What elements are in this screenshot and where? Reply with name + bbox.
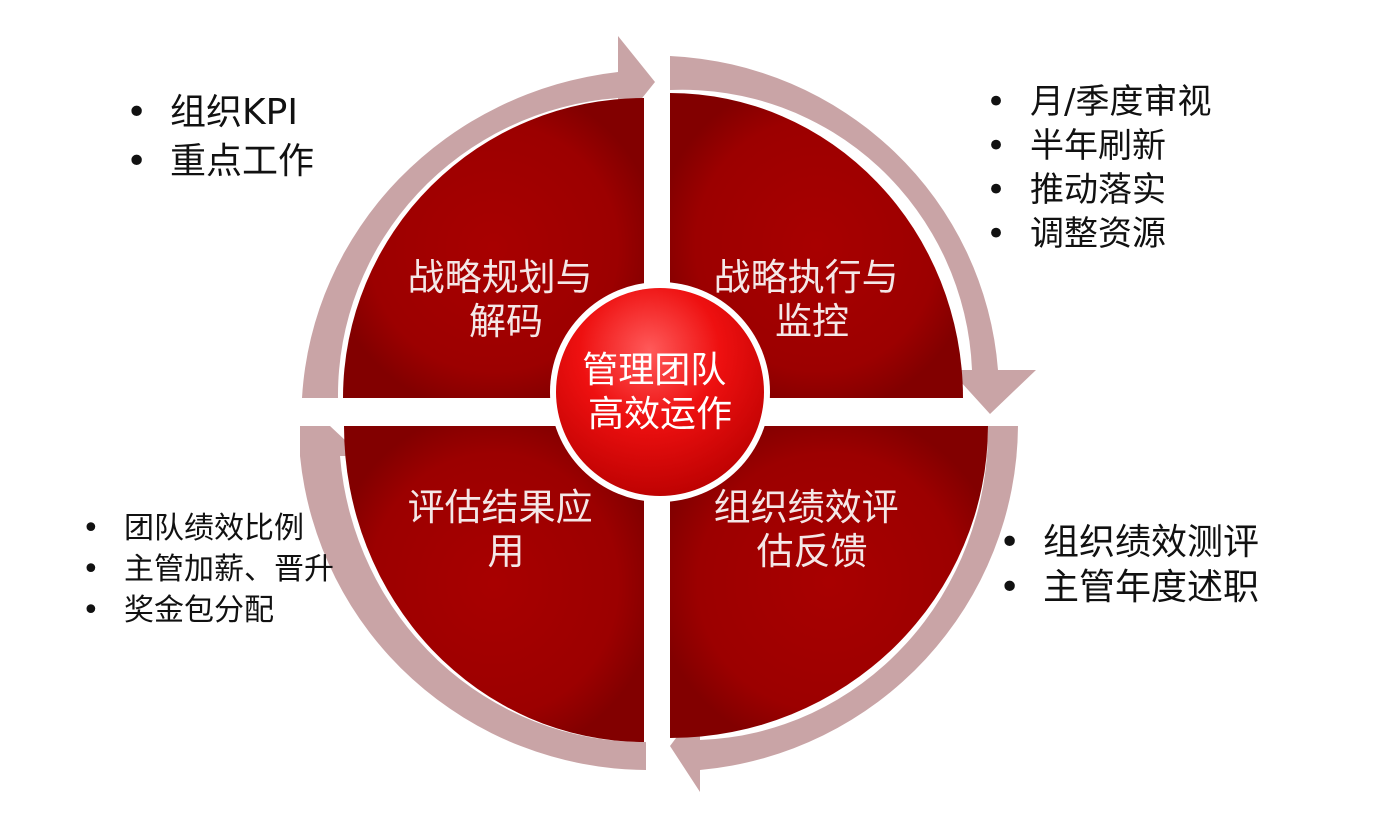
quadrant-bottom-left-label: 评估结果应 用: [408, 486, 605, 573]
list-item: 奖金包分配: [82, 590, 334, 631]
quadrant-top-left-label: 战略规划与 解码: [408, 256, 605, 343]
quadrant-bottom-left: [344, 426, 644, 742]
list-item: 团队绩效比例: [82, 508, 334, 549]
list-item: 月/季度审视: [986, 80, 1212, 124]
cycle-arrow-bottom-right: [670, 426, 1018, 792]
list-top-right: 月/季度审视 半年刷新 推动落实 调整资源: [986, 80, 1212, 256]
list-item: 主管年度述职: [999, 565, 1259, 610]
quadrant-top-left: [343, 98, 644, 398]
quadrant-bottom-right: [670, 426, 988, 738]
list-item: 半年刷新: [986, 124, 1211, 168]
cycle-arrow-bottom-left: [300, 426, 646, 770]
list-item: 组织KPI: [126, 88, 314, 137]
list-item: 调整资源: [986, 212, 1211, 256]
list-bottom-left: 团队绩效比例 主管加薪、晋升 奖金包分配: [82, 508, 334, 631]
quadrant-top-right-label: 战略执行与 监控: [714, 256, 911, 343]
center-hub: [556, 288, 764, 496]
list-item: 重点工作: [126, 137, 314, 186]
list-top-left: 组织KPI 重点工作: [126, 88, 314, 186]
list-item: 推动落实: [986, 168, 1211, 212]
center-hub-label: 管理团队 高效运作: [582, 350, 737, 435]
quadrant-bottom-right-label: 组织绩效评 估反馈: [714, 486, 911, 573]
cycle-arrow-top-right: [670, 56, 1036, 414]
cycle-arrow-top-left: [302, 36, 655, 398]
list-item: 组织绩效测评: [999, 520, 1259, 565]
list-item: 主管加薪、晋升: [82, 549, 334, 590]
list-bottom-right: 组织绩效测评 主管年度述职: [999, 520, 1259, 610]
